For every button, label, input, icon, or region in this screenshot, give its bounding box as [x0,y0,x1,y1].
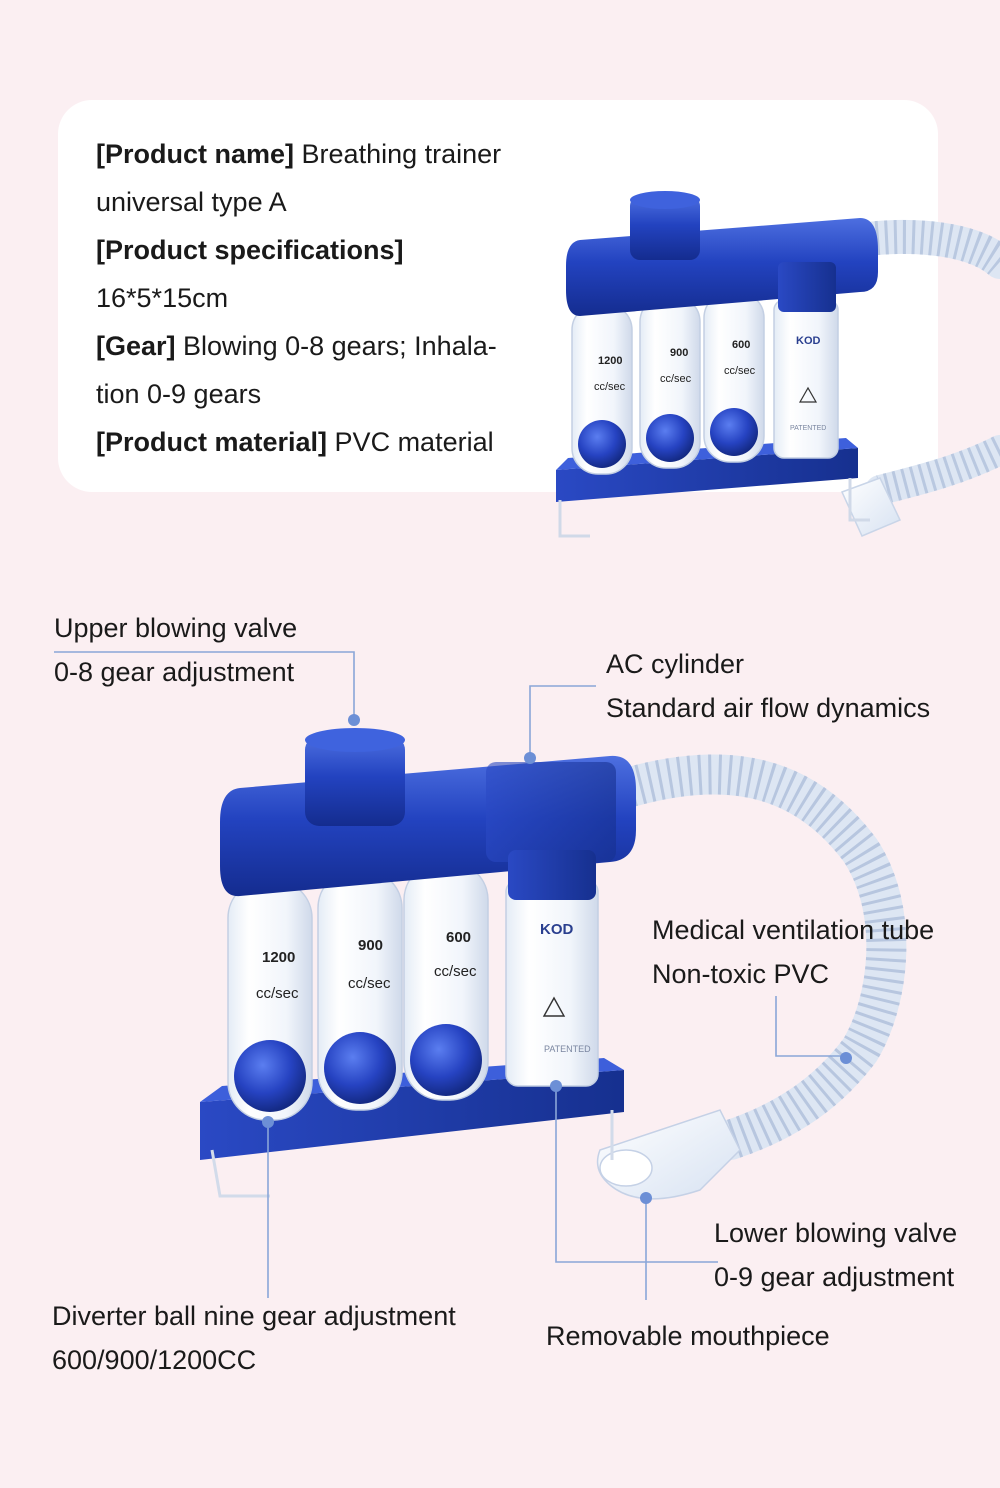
large-device: 1200 cc/sec 900 cc/sec 600 cc/sec KOD PA… [200,728,907,1200]
spec-gear: [Gear] Blowing 0-8 gears; Inhala- [96,331,497,361]
large-ac-cylinder-neck [508,850,596,900]
large-cyl-2-flow: 900 [358,937,383,954]
leader-ac-cylinder [529,685,596,758]
large-ac-cylinder [486,762,616,862]
leader-upper-valve [54,651,355,720]
leader-ac-cylinder-dot [524,752,536,764]
large-cyl-3-unit: cc/sec [434,963,477,980]
leader-ventilation-tube-dot [840,1052,852,1064]
spec-gear-cont: tion 0-9 gears [96,379,262,409]
large-ball-3 [410,1024,482,1096]
small-upper-valve [630,196,700,260]
large-brand-mark: KOD [540,921,574,938]
small-cyl-3-flow: 600 [732,339,750,351]
callout-ac-cylinder: AC cylinder Standard air flow dynamics [606,649,931,723]
small-hose [841,219,1000,279]
callout-upper-valve: Upper blowing valve 0-8 gear adjustment [54,613,298,687]
small-cyl-1-flow: 1200 [598,355,622,367]
small-cyl-2-unit: cc/sec [660,373,692,385]
large-base [200,1070,624,1160]
large-cyl-1-unit: cc/sec [256,985,299,1002]
large-leg-left [210,1149,270,1198]
spec-product-name: [Product name] Breathing trainer [96,139,502,169]
small-ac-cylinder [778,262,836,312]
small-hose-lower-ribs [876,436,1000,505]
leader-lines [54,651,852,1300]
small-cylinder-4 [773,299,839,459]
small-cyl-1-unit: cc/sec [594,381,626,393]
small-ball-3 [710,408,758,456]
small-brand-mark: KOD [796,335,821,347]
small-ball-2 [646,414,694,462]
large-cylinder-4 [505,879,599,1087]
spec-material: [Product material] PVC material [96,427,494,457]
small-device: 1200 cc/sec 900 cc/sec 600 cc/sec KOD PA… [556,191,1000,538]
spec-specifications-value: 16*5*15cm [96,283,229,313]
callout-ventilation-tube: Medical ventilation tube Non-toxic PVC [652,915,935,989]
small-cyl-2-flow: 900 [670,347,688,359]
large-mouthpiece-opening [599,1149,653,1187]
spec-list: [Product name] Breathing trainer univers… [96,130,566,466]
spec-product-name-cont: universal type A [96,187,287,217]
leader-mouthpiece-dot [640,1192,652,1204]
large-ball-2 [324,1032,396,1104]
large-ball-1 [234,1040,306,1112]
leader-upper-valve-dot [348,714,360,726]
small-leg-left [558,500,590,538]
large-patent-mark: PATENTED [544,1044,591,1054]
large-upper-valve-cap [305,728,405,752]
leader-ventilation-tube [775,996,846,1057]
large-cyl-1-flow: 1200 [262,949,295,966]
large-cyl-2-unit: cc/sec [348,975,391,992]
large-warning-icon [542,996,566,1017]
small-upper-valve-cap [630,191,700,209]
leader-diverter-ball-dot [262,1116,274,1128]
small-ball-1 [578,420,626,468]
small-cyl-3-unit: cc/sec [724,365,756,377]
callout-diverter-ball: Diverter ball nine gear adjustment 600/9… [52,1301,456,1375]
large-hose-ribs [614,754,907,1159]
leader-lower-valve [555,1086,718,1263]
spec-specifications-label: [Product specifications] [96,235,404,265]
large-upper-valve [305,736,405,826]
small-warning-icon [798,386,818,403]
callout-lower-valve: Lower blowing valve 0-9 gear adjustment [714,1218,958,1292]
small-patent-mark: PATENTED [790,425,826,432]
small-base [556,448,858,502]
callout-mouthpiece: Removable mouthpiece [546,1321,830,1351]
large-cyl-3-flow: 600 [446,929,471,946]
small-leg-right [848,478,870,522]
leader-lower-valve-dot [550,1080,562,1092]
